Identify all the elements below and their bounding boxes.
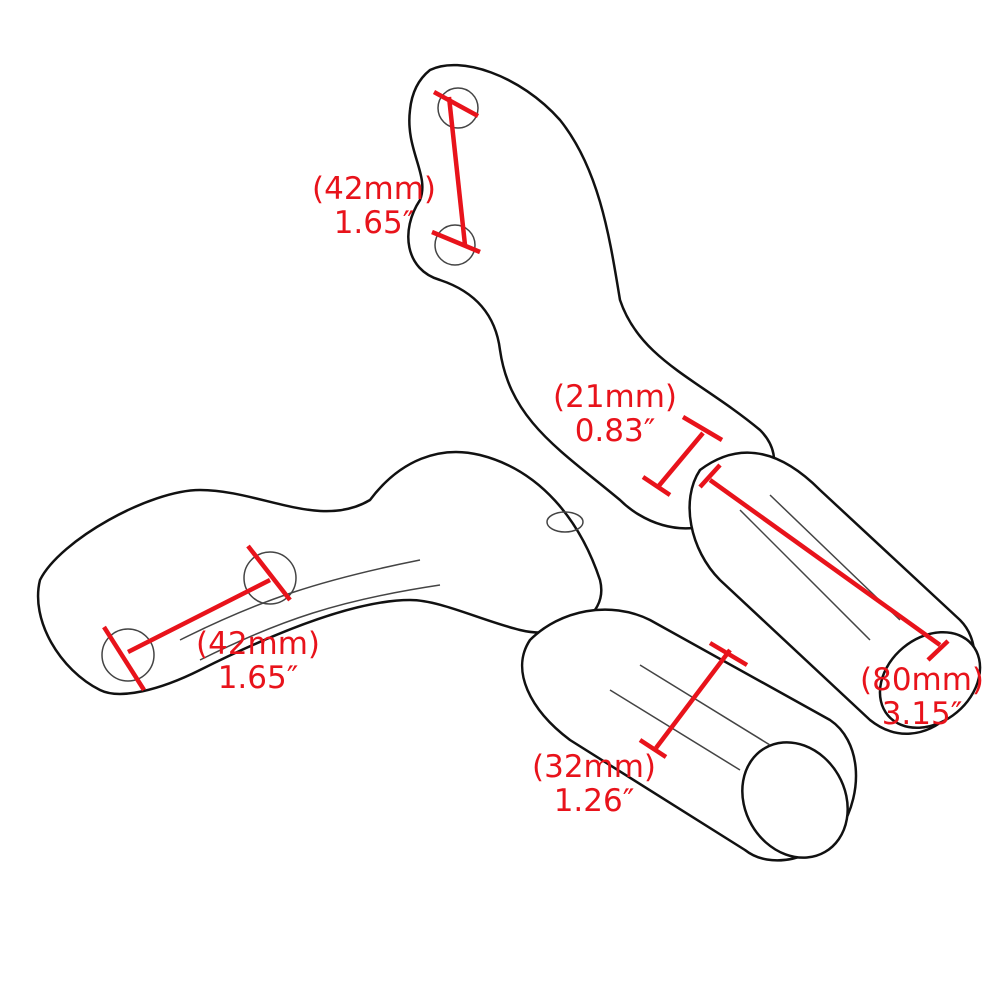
imperial-value: 1.65″ xyxy=(217,660,299,696)
metric-value: (42mm) xyxy=(312,171,437,207)
imperial-value: 1.26″ xyxy=(553,783,635,819)
metric-value: (32mm) xyxy=(532,749,657,785)
dimension-label-bottom-mount-spacing: (42mm) 1.65″ xyxy=(196,627,320,695)
metric-value: (42mm) xyxy=(196,626,321,662)
imperial-value: 1.65″ xyxy=(333,205,415,241)
dimension-label-top-mount-spacing: (42mm) 1.65″ xyxy=(312,172,436,240)
dimension-label-peg-diameter: (32mm) 1.26″ xyxy=(532,750,656,818)
dimension-label-clamp-width: (21mm) 0.83″ xyxy=(553,380,677,448)
imperial-value: 0.83″ xyxy=(574,413,656,449)
metric-value: (21mm) xyxy=(553,379,678,415)
dimension-label-peg-length: (80mm) 3.15″ xyxy=(860,663,984,731)
imperial-value: 3.15″ xyxy=(881,696,963,732)
metric-value: (80mm) xyxy=(860,662,985,698)
